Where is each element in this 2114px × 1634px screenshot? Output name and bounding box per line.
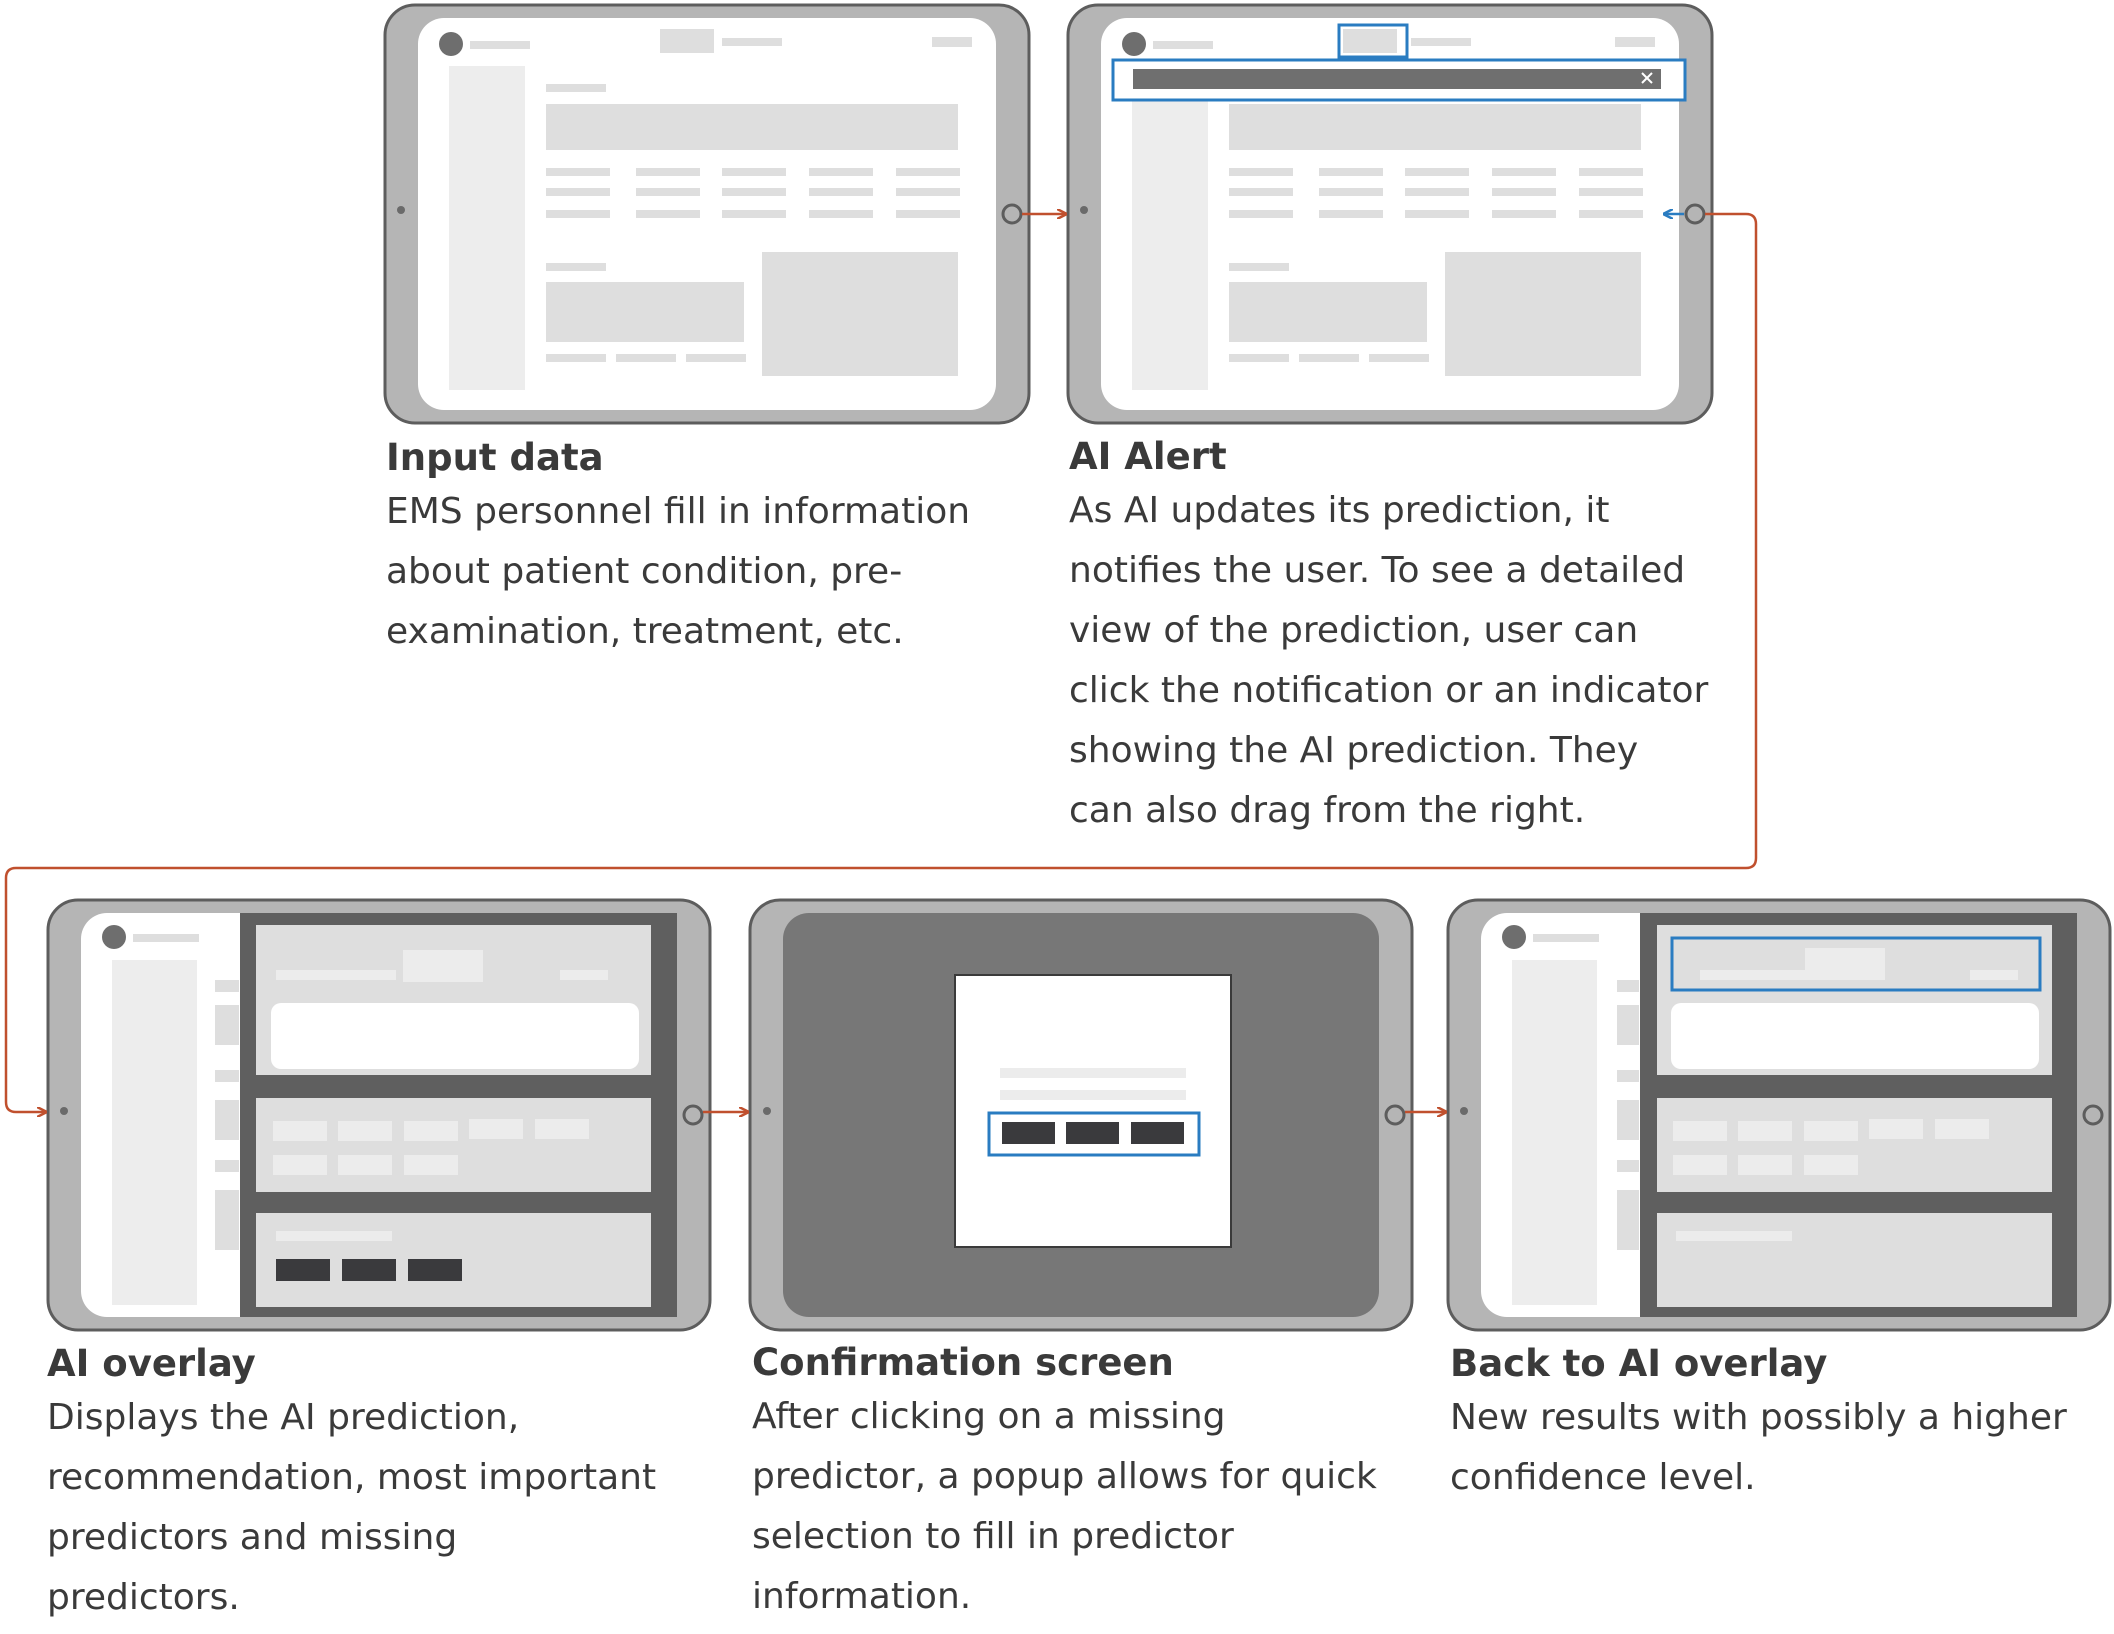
camera-icon <box>60 1107 68 1115</box>
caption-input-data: Input data EMS personnel fill in informa… <box>386 434 1026 662</box>
home-button-icon[interactable] <box>1001 203 1023 225</box>
important-predictors-section <box>256 1098 651 1192</box>
caption-confirmation-screen: Confirmation screen After clicking on a … <box>752 1339 1432 1627</box>
step-title: Input data <box>386 436 604 479</box>
step-description: New results with possibly a higher confi… <box>1450 1397 2067 1498</box>
avatar-icon <box>1502 925 1526 949</box>
quick-select-option[interactable] <box>1131 1122 1184 1144</box>
tablet-ai-overlay <box>46 898 712 1332</box>
avatar-icon <box>102 925 126 949</box>
tablet-back-to-ai-overlay <box>1446 898 2112 1332</box>
step-title: Confirmation screen <box>752 1341 1174 1384</box>
ai-prediction-indicator[interactable] <box>1337 23 1409 59</box>
tablet-input-data <box>383 3 1031 425</box>
step-description: After clicking on a missing predictor, a… <box>752 1396 1377 1617</box>
quick-select-option[interactable] <box>1066 1122 1119 1144</box>
home-button-icon[interactable] <box>1384 1104 1406 1126</box>
close-icon[interactable] <box>1641 72 1653 84</box>
tablet-ai-alert <box>1066 3 1714 425</box>
quick-select-option[interactable] <box>1002 1122 1055 1144</box>
home-button-icon[interactable] <box>682 1104 704 1126</box>
caption-ai-alert: AI Alert As AI updates its prediction, i… <box>1069 433 1749 841</box>
important-predictors-section <box>1657 1098 2052 1192</box>
caption-back-to-ai-overlay: Back to AI overlay New results with poss… <box>1450 1340 2114 1508</box>
step-title: Back to AI overlay <box>1450 1342 1828 1385</box>
step-description: Displays the AI prediction, recommendati… <box>47 1397 657 1618</box>
home-button-icon[interactable] <box>2082 1104 2104 1126</box>
step-description: As AI updates its prediction, it notifie… <box>1069 490 1709 831</box>
step-title: AI Alert <box>1069 435 1227 478</box>
flow-arrows <box>4 212 1758 1112</box>
step-description: EMS personnel fill in information about … <box>386 491 971 652</box>
missing-predictor-button[interactable] <box>276 1259 330 1281</box>
missing-predictors-section <box>1657 1213 2052 1307</box>
step-title: AI overlay <box>47 1342 256 1385</box>
missing-predictor-button[interactable] <box>342 1259 396 1281</box>
missing-predictor-button[interactable] <box>408 1259 462 1281</box>
caption-ai-overlay: AI overlay Displays the AI prediction, r… <box>47 1340 727 1628</box>
confirmation-popup[interactable] <box>954 974 1232 1248</box>
camera-icon <box>763 1107 771 1115</box>
camera-icon <box>1460 1107 1468 1115</box>
arrow-alert-to-overlay <box>4 212 1758 1112</box>
tablet-confirmation-screen <box>748 898 1414 1332</box>
avatar-icon <box>1122 32 1146 56</box>
sidebar-placeholder <box>449 66 525 390</box>
camera-icon <box>397 206 405 214</box>
avatar-icon <box>439 32 463 56</box>
home-button-icon[interactable] <box>1684 203 1706 225</box>
camera-icon <box>1080 206 1088 214</box>
